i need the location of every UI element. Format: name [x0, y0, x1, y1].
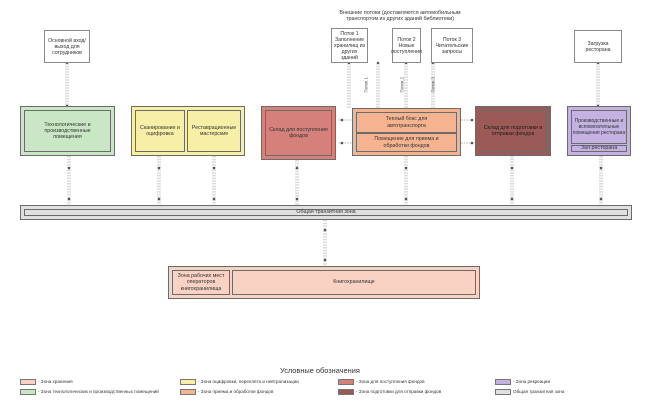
scan-label: Сканирование и оцифровка — [140, 124, 180, 137]
legend-label-recreation: - Зона рекреации — [513, 379, 551, 384]
legend-swatch-intake — [338, 379, 354, 385]
tech-zone: Технологические и производственные помещ… — [20, 106, 115, 156]
flow1-label: Поток 1 — [363, 77, 369, 93]
dispatch-store-zone: Склад для подготовки и отправки фондов — [475, 106, 551, 156]
warm-box-subzone: Теплый бокс для автотранспорта — [356, 112, 457, 133]
legend-label-tech: - Зона технологических и производственны… — [38, 389, 159, 394]
restore-subzone: Реставрационные мастерские — [187, 110, 241, 152]
restaurant-load-box: Загрузка ресторана — [574, 30, 622, 63]
book-storage-label: Книгохранилище — [333, 279, 375, 286]
restaurant-prod-subzone: Производственные и вспомогательные помещ… — [571, 110, 627, 144]
legend-label-processing: - Зона приема и обработки фондов — [198, 389, 274, 394]
legend-swatch-scan — [180, 379, 196, 385]
legend-label-storage: - Зона хранения — [38, 379, 73, 384]
legend-swatch-recreation — [495, 379, 511, 385]
book-storage-zone: Зона рабочих мест операторов книгохранил… — [168, 266, 480, 299]
legend-label-intake: - Зона для поступления фондов — [356, 379, 425, 384]
staff-entry-box: Основной вход/выход для сотрудников — [44, 30, 90, 63]
scan-subzone: Сканирование и оцифровка — [135, 110, 185, 152]
warm-box-zone: Теплый бокс для автотранспорта Помещение… — [352, 108, 461, 156]
warm-box-label: Теплый бокс для автотранспорта — [385, 116, 428, 129]
restore-label: Реставрационные мастерские — [191, 124, 237, 137]
intake-store-zone: Склад для поступления фондов — [261, 106, 336, 160]
legend-label-scan: - Зона оцифровки, переплета и нейтрализа… — [198, 379, 299, 384]
intake-store-label: Склад для поступления фондов — [269, 126, 328, 139]
legend-label-transit: Общая транзитная зона — [513, 389, 565, 394]
restaurant-hall-label: Зал ресторана — [580, 145, 618, 152]
transit-zone: Общая транзитная зона — [20, 205, 632, 220]
operators-subzone: Зона рабочих мест операторов книгохранил… — [172, 270, 230, 295]
external-flows-title: Внешние потоки (доставляются автомобильн… — [339, 10, 461, 23]
dispatch-store-label: Склад для подготовки и отправки фондов — [483, 124, 543, 137]
legend-label-dispatch: - Зона подготовки для отправки фондов — [356, 389, 442, 394]
legend-title: Условные обозначения — [280, 366, 360, 375]
restaurant-hall-subzone: Зал ресторана — [571, 145, 627, 152]
storage-subzone: Книгохранилище — [232, 270, 476, 295]
processing-subzone: Помещение для приема и обработки фондов — [356, 133, 457, 152]
flow3-box: Поток 3 Читательские запросы — [431, 28, 473, 63]
legend-swatch-tech — [20, 389, 36, 395]
transit-label: Общая транзитная зона — [296, 209, 356, 216]
processing-label: Помещение для приема и обработки фондов — [374, 136, 439, 149]
scan-zone: Сканирование и оцифровка Реставрационные… — [131, 106, 245, 156]
flow2-label: Поток 2 — [399, 77, 405, 93]
tech-zone-label: Технологические и производственные помещ… — [44, 121, 91, 141]
legend-swatch-processing — [180, 389, 196, 395]
flow3-label: Поток 3 — [430, 77, 436, 93]
restaurant-zone: Производственные и вспомогательные помещ… — [567, 106, 631, 156]
operators-label: Зона рабочих мест операторов книгохранил… — [177, 273, 225, 292]
legend-swatch-dispatch — [338, 389, 354, 395]
flow2-box: Поток 2 Новые поступления — [391, 28, 422, 63]
legend-swatch-storage — [20, 379, 36, 385]
legend-swatch-transit — [495, 389, 511, 395]
restaurant-prod-label: Производственные и вспомогательные помещ… — [572, 117, 626, 137]
flow1-box: Поток 1 Заполнение хранилищ из других зд… — [331, 28, 368, 63]
